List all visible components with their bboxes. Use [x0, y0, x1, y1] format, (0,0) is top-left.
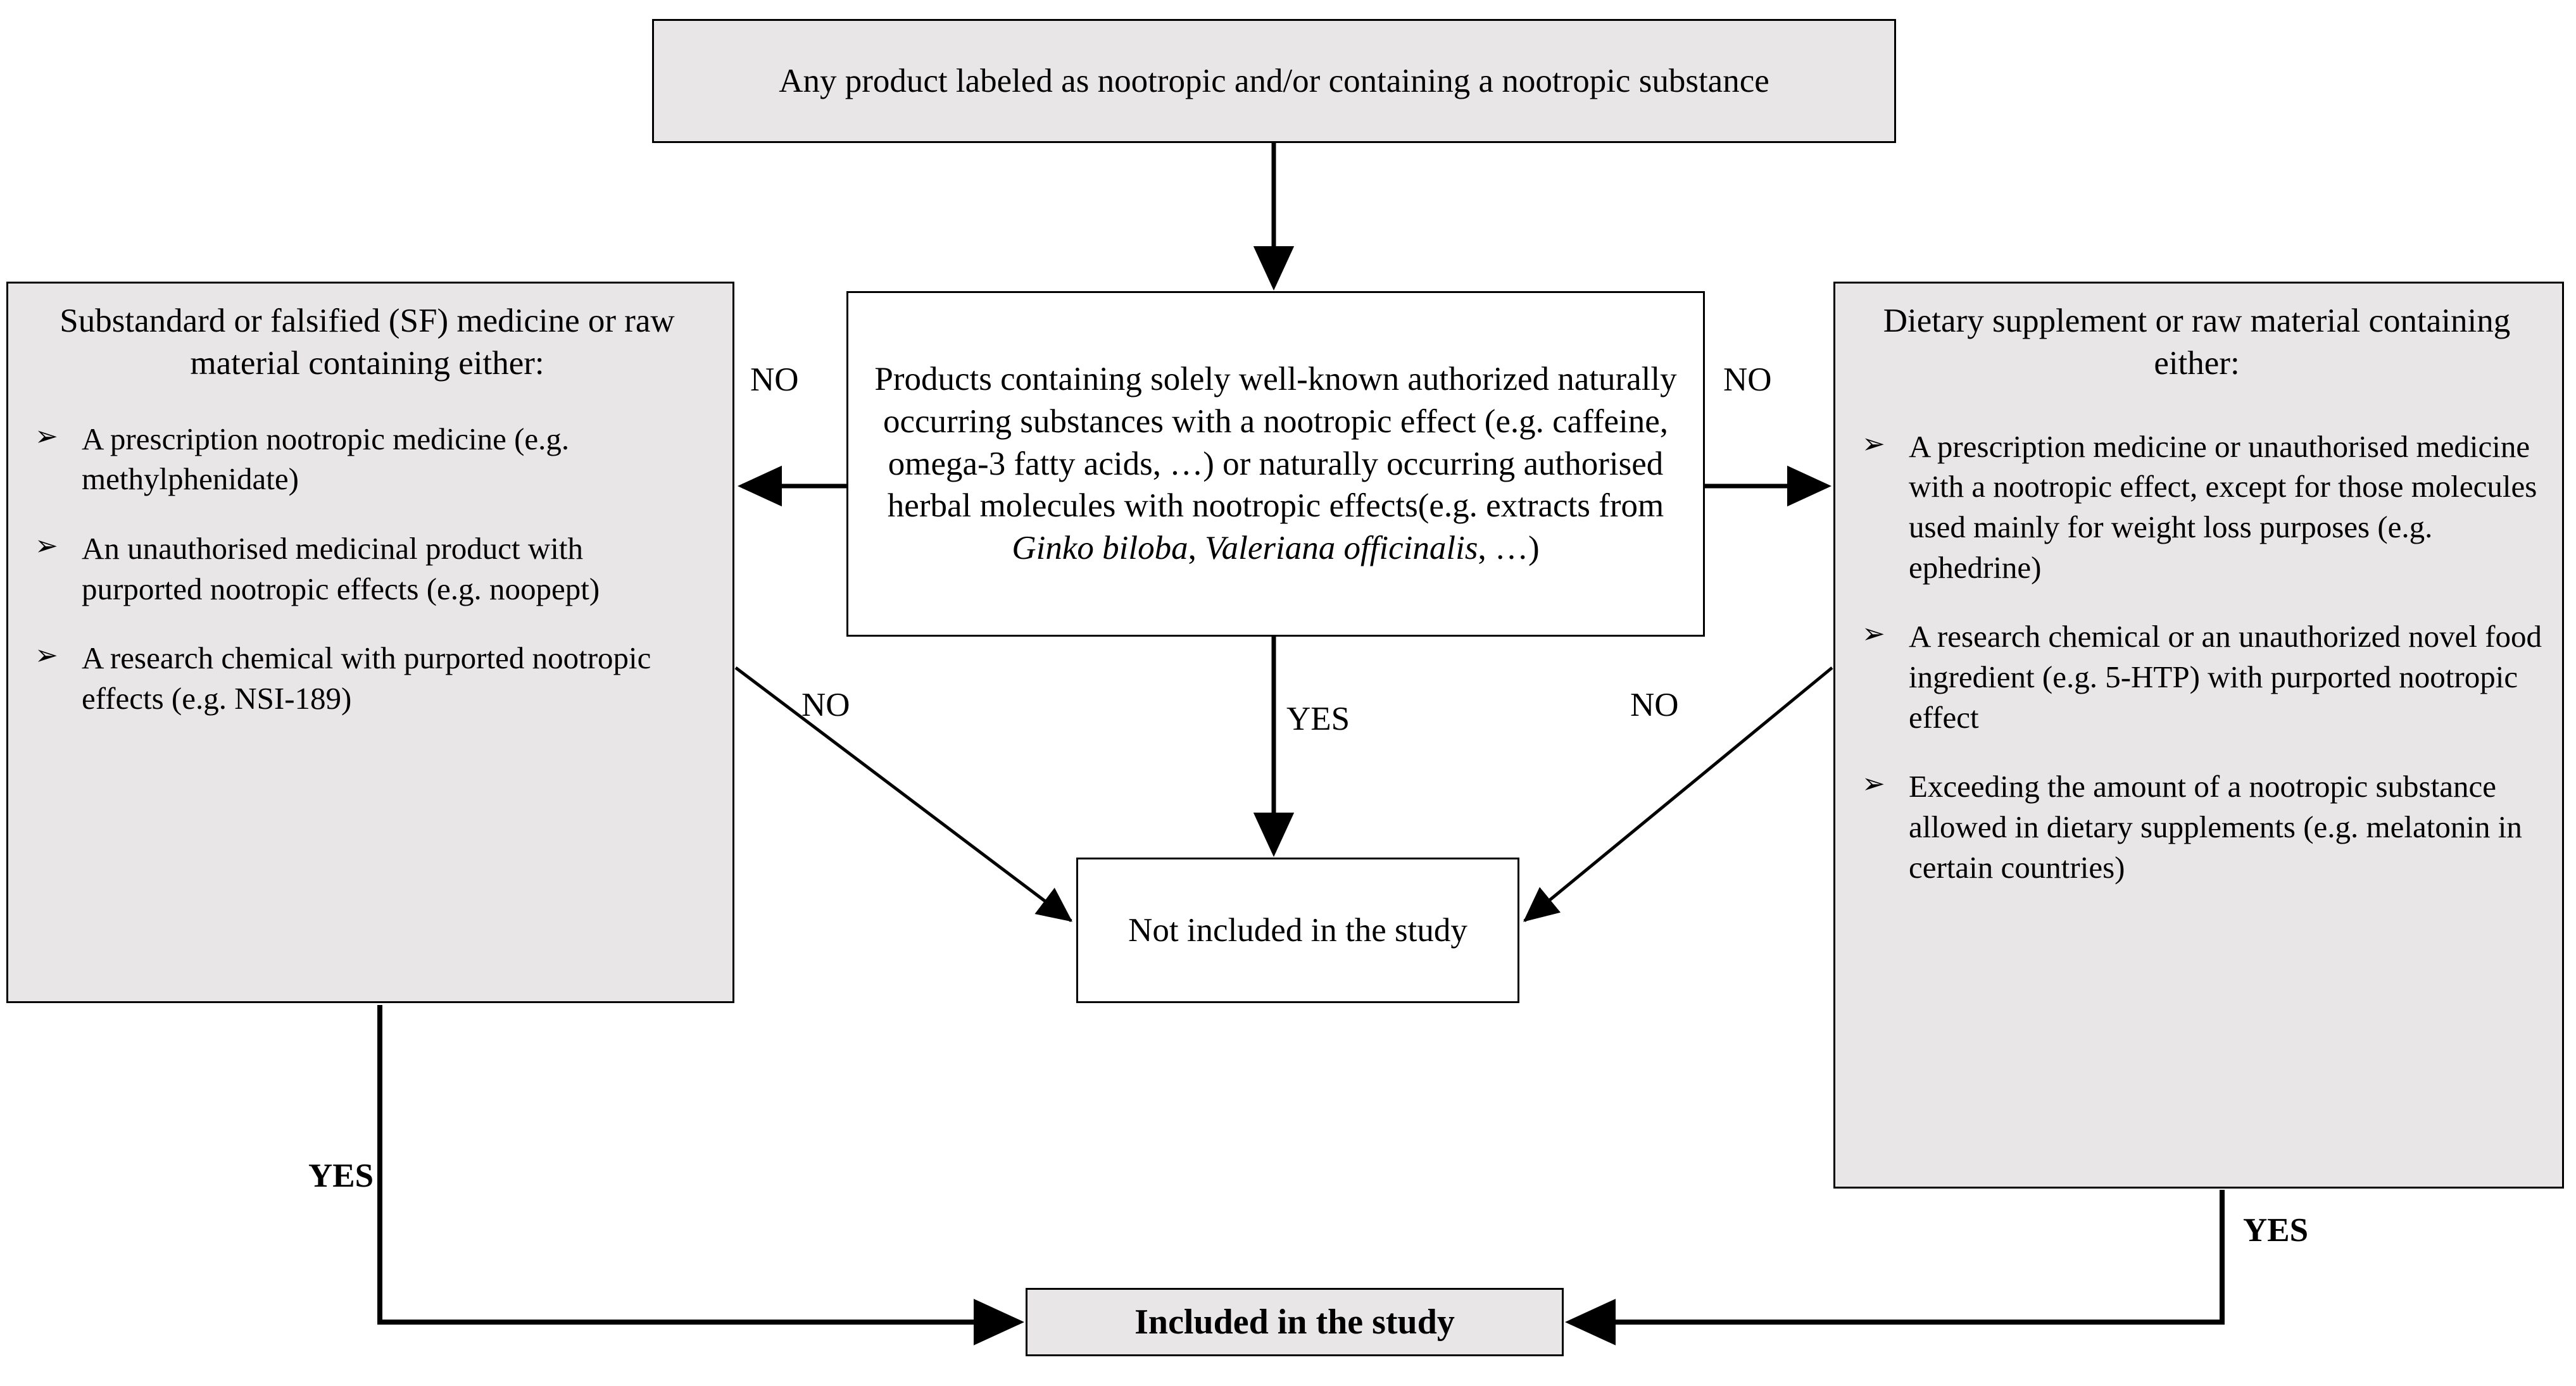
edge-label-no-diag-left: NO	[801, 687, 850, 723]
edge-label-no-right: NO	[1723, 361, 1772, 398]
list-item-label: An unauthorised medicinal product with p…	[82, 530, 600, 606]
list-item: ➢ A prescription medicine or unauthorise…	[1850, 427, 2543, 588]
node-left-branch: Substandard or falsified (SF) medicine o…	[6, 282, 734, 1003]
list-item-label: A research chemical or an unauthorized n…	[1909, 619, 2542, 735]
node-included: Included in the study	[1026, 1288, 1564, 1356]
node-not-included: Not included in the study	[1076, 858, 1519, 1003]
node-right-branch-header: Dietary supplement or raw material conta…	[1883, 303, 2511, 382]
node-included-label: Included in the study	[1134, 1302, 1455, 1342]
list-item-label: Exceeding the amount of a nootropic subs…	[1909, 769, 2522, 885]
center-text-italic2: Valeriana officinalis	[1205, 530, 1478, 567]
center-text-tail: , …)	[1478, 530, 1540, 567]
right-branch-list: ➢ A prescription medicine or unauthorise…	[1850, 427, 2543, 888]
center-text-mid: ,	[1188, 530, 1205, 567]
list-item-label: A research chemical with purported nootr…	[82, 640, 651, 716]
edge-label-yes-right: YES	[2243, 1212, 2309, 1249]
edge-label-no-left: NO	[750, 361, 799, 398]
center-text-part1: Products containing solely well-known au…	[874, 361, 1677, 525]
edge-label-no-diag-right: NO	[1630, 687, 1679, 723]
arrowhead-bullet-icon: ➢	[35, 529, 58, 562]
left-branch-list: ➢ A prescription nootropic medicine (e.g…	[23, 419, 711, 719]
list-item: ➢ A research chemical with purported noo…	[23, 638, 711, 718]
list-item: ➢ An unauthorised medicinal product with…	[23, 528, 711, 609]
edge-label-yes-left: YES	[308, 1158, 374, 1194]
edge-left-to-included	[377, 1005, 1024, 1345]
center-text-italic1: Ginko biloba	[1012, 530, 1188, 567]
edge-right-to-included	[1565, 1190, 2225, 1345]
list-item: ➢ Exceeding the amount of a nootropic su…	[1850, 766, 2543, 887]
node-start-label: Any product labeled as nootropic and/or …	[779, 62, 1769, 99]
list-item: ➢ A prescription nootropic medicine (e.g…	[23, 419, 711, 499]
node-center-decision: Products containing solely well-known au…	[846, 291, 1705, 637]
list-item-label: A prescription medicine or unauthorised …	[1909, 428, 2537, 585]
node-not-included-label: Not included in the study	[1128, 911, 1467, 949]
list-item-label: A prescription nootropic medicine (e.g. …	[82, 421, 570, 497]
node-right-branch: Dietary supplement or raw material conta…	[1833, 282, 2564, 1189]
edge-label-yes-center: YES	[1286, 701, 1350, 737]
node-center-decision-label: Products containing solely well-known au…	[871, 358, 1680, 570]
arrowhead-bullet-icon: ➢	[1862, 427, 1885, 460]
arrowhead-bullet-icon: ➢	[35, 639, 58, 672]
arrowhead-bullet-icon: ➢	[1862, 768, 1885, 801]
edge-left-to-notincluded	[734, 666, 1072, 922]
list-item: ➢ A research chemical or an unauthorized…	[1850, 616, 2543, 737]
node-start: Any product labeled as nootropic and/or …	[652, 19, 1896, 143]
arrowhead-bullet-icon: ➢	[35, 420, 58, 453]
arrowhead-bullet-icon: ➢	[1862, 618, 1885, 651]
node-left-branch-header: Substandard or falsified (SF) medicine o…	[60, 303, 675, 382]
